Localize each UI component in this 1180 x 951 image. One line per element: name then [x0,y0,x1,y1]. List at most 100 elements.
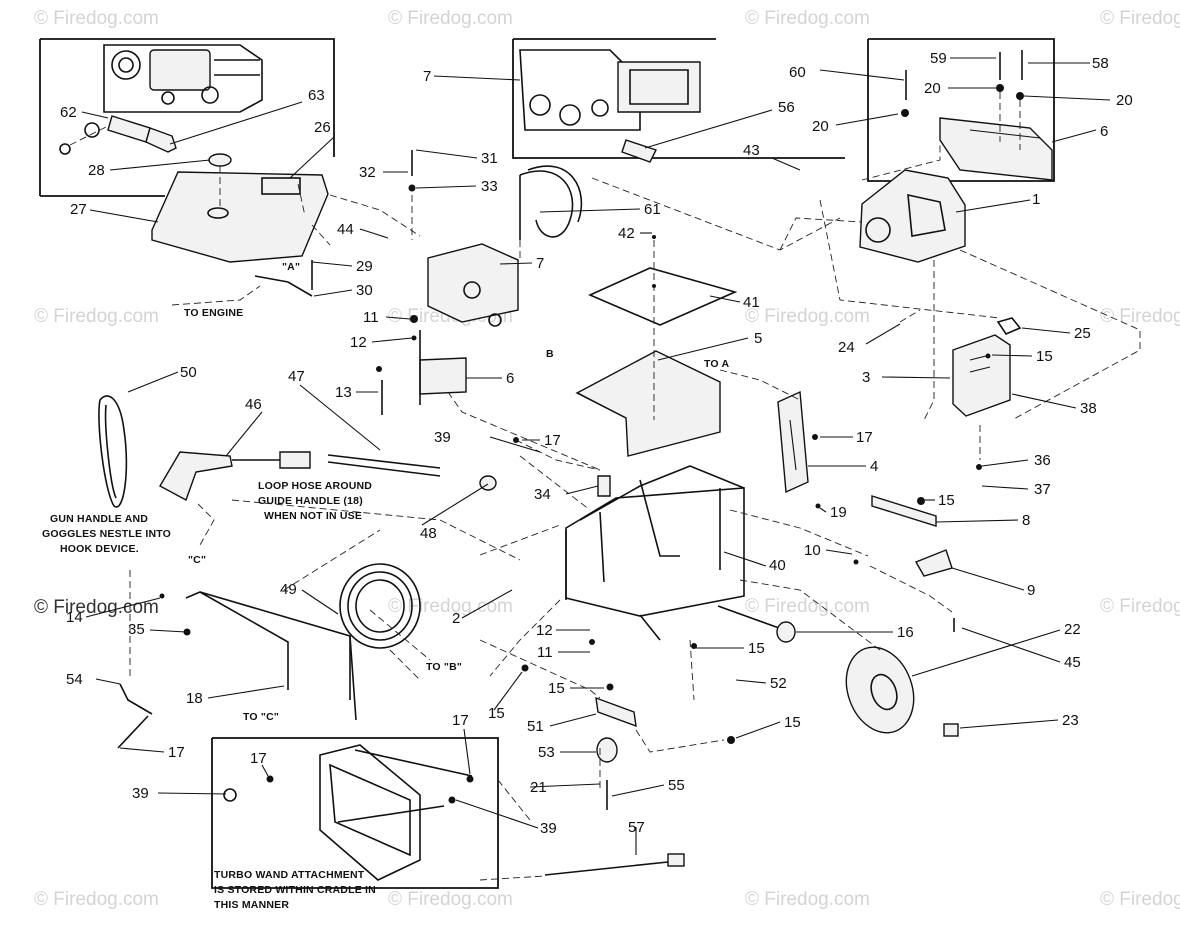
callout-56: 56 [778,99,795,116]
notes: TO ENGINE TO A TO "B" TO "C" "A" B "C" L… [42,261,730,911]
callout-20: 20 [812,118,829,135]
watermark: © Firedog.com [34,306,159,327]
callout-63: 63 [308,87,325,104]
callout-60: 60 [789,64,806,81]
label-b: B [546,348,554,360]
callout-8: 8 [1022,512,1030,529]
note-turbo-wand: IS STORED WITHIN CRADLE IN [214,884,376,896]
watermark: © Firedog.com [1100,596,1180,617]
fuel-tank [151,171,329,263]
callout-4: 4 [870,458,878,475]
label-c: "C" [188,554,206,566]
watermark: © Firedog.com [388,8,513,29]
callout-17: 17 [856,429,873,446]
callout-33: 33 [481,178,498,195]
callout-32: 32 [359,164,376,181]
callout-58: 58 [1092,55,1109,72]
callout-25: 25 [1074,325,1091,342]
watermark: © Firedog.com [1100,889,1180,910]
inset-box-top-center [512,38,845,163]
callout-44: 44 [337,221,354,238]
callout-3: 3 [862,369,870,386]
note-loop-hose: LOOP HOSE AROUND [258,480,372,492]
callout-11: 11 [363,309,379,326]
guide-handle [185,591,351,700]
callout-19: 19 [830,504,847,521]
callout-15: 15 [548,680,565,697]
callout-16: 16 [897,624,914,641]
callout-39: 39 [132,785,149,802]
callout-24: 24 [838,339,855,356]
callout-23: 23 [1062,712,1079,729]
note-to-b: TO "B" [426,661,462,673]
note-to-c: TO "C" [243,711,279,723]
note-gun-handle: GUN HANDLE AND [50,513,148,525]
watermark: © Firedog.com [34,889,159,910]
callout-15: 15 [938,492,955,509]
callout-7: 7 [536,255,544,272]
inset-box-top-right [867,38,1055,182]
watermark: © Firedog.com [1100,8,1180,29]
watermark: © Firedog.com [745,8,870,29]
callout-52: 52 [770,675,787,692]
callout-14: 14 [66,609,83,626]
note-loop-hose: WHEN NOT IN USE [264,510,362,522]
note-turbo-wand: THIS MANNER [214,899,289,911]
callout-26: 26 [314,119,331,136]
panel [588,267,738,326]
assembly-lines [129,140,1141,881]
callout-15: 15 [784,714,801,731]
note-to-a: TO A [704,358,730,370]
callout-20: 20 [1116,92,1133,109]
watermark: © Firedog.com [388,596,513,617]
watermark-dark: © Firedog.com [34,597,159,618]
watermark: © Firedog.com [34,8,159,29]
watermark: © Firedog.com [745,596,870,617]
callout-40: 40 [769,557,786,574]
engine [859,169,966,263]
callout-36: 36 [1034,452,1051,469]
callout-35: 35 [128,621,145,638]
callout-29: 29 [356,258,373,275]
callout-20: 20 [924,80,941,97]
callout-22: 22 [1064,621,1081,638]
callout-27: 27 [70,201,87,218]
callout-55: 55 [668,777,685,794]
callout-50: 50 [180,364,197,381]
callout-11: 11 [537,644,553,661]
callout-57: 57 [628,819,645,836]
callout-37: 37 [1034,481,1051,498]
callout-6: 6 [1100,123,1108,140]
callout-34: 34 [534,486,551,503]
callout-59: 59 [930,50,947,67]
callout-10: 10 [804,542,821,559]
callout-13: 13 [335,384,352,401]
callout-17: 17 [168,744,185,761]
callout-9: 9 [1027,582,1035,599]
watermark: © Firedog.com [745,889,870,910]
callout-2: 2 [452,610,460,627]
label-a: "A" [282,261,300,273]
frame [565,487,745,617]
callout-49: 49 [280,581,297,598]
callout-6: 6 [506,370,514,387]
callout-39: 39 [540,820,557,837]
callout-12: 12 [350,334,367,351]
callout-31: 31 [481,150,498,167]
wheel [845,646,915,734]
callout-17: 17 [250,750,267,767]
callout-17: 17 [452,712,469,729]
callout-45: 45 [1064,654,1081,671]
callout-15: 15 [488,705,505,722]
callout-46: 46 [245,396,262,413]
callout-61: 61 [644,201,661,218]
callout-15: 15 [748,640,765,657]
callout-1: 1 [1032,191,1040,208]
inset-box-bottom [211,737,499,889]
callout-18: 18 [186,690,203,707]
callout-17: 17 [544,432,561,449]
note-gun-handle: GOGGLES NESTLE INTO [42,528,171,540]
callout-38: 38 [1080,400,1097,417]
callout-42: 42 [618,225,635,242]
note-loop-hose: GUIDE HANDLE (18) [258,495,363,507]
